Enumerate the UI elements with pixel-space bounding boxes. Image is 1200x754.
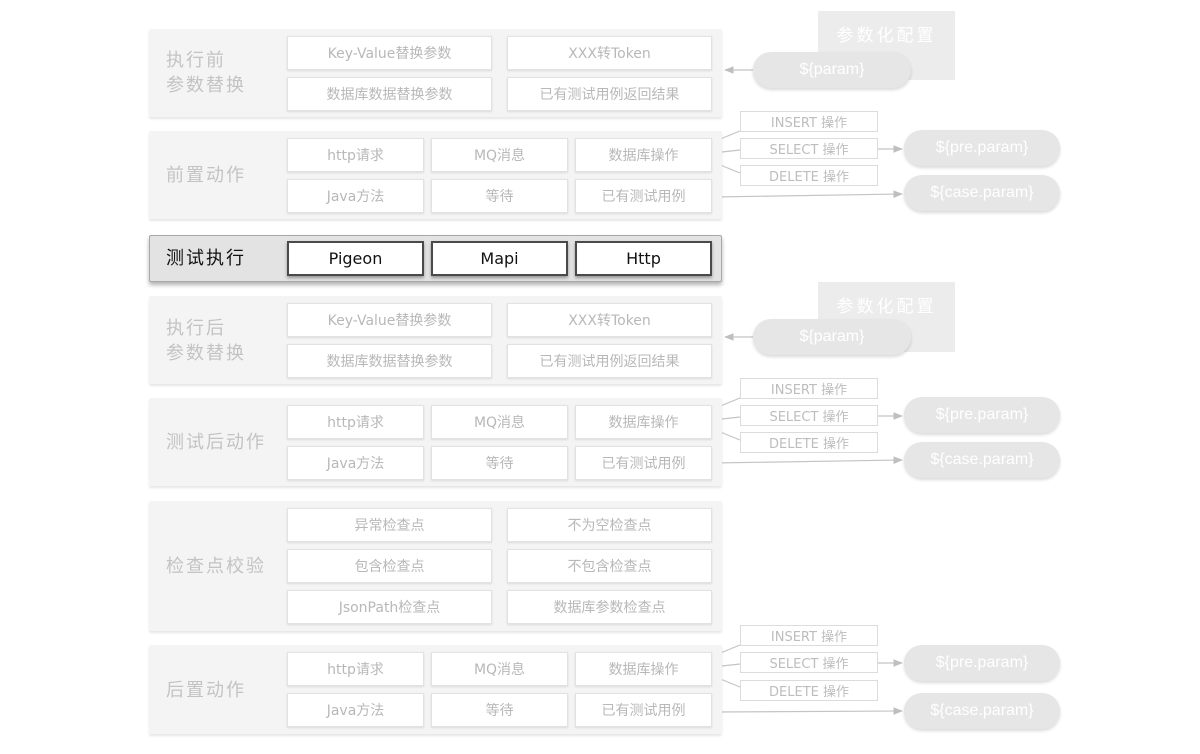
- mq-message-cell-2[interactable]: MQ消息: [431, 405, 568, 439]
- insert-op: INSERT 操作: [740, 111, 878, 132]
- db-operation-cell-3[interactable]: 数据库操作: [575, 652, 712, 686]
- mq-message-cell-3[interactable]: MQ消息: [431, 652, 568, 686]
- http-request-cell-3[interactable]: http请求: [287, 652, 424, 686]
- case-param-arrow-3: [712, 707, 903, 715]
- pigeon-cell[interactable]: Pigeon: [287, 241, 424, 276]
- java-method-cell-3[interactable]: Java方法: [287, 693, 424, 727]
- select-op-3: SELECT 操作: [740, 652, 878, 673]
- db-replace-cell[interactable]: 数据库数据替换参数: [287, 77, 492, 111]
- pre-replace-label: 执行前 参数替换: [166, 50, 246, 96]
- post-replace-label: 执行后 参数替换: [166, 318, 246, 364]
- insert-op-2: INSERT 操作: [740, 378, 878, 399]
- checkpoint-label: 检查点校验: [166, 556, 266, 577]
- contains-check-cell[interactable]: 包含检查点: [287, 549, 492, 583]
- wait-cell-2[interactable]: 等待: [431, 446, 568, 480]
- pre-param-pill-3: ${pre.param}: [904, 645, 1060, 681]
- existing-case-cell-2[interactable]: 已有测试用例: [575, 446, 712, 480]
- post-action-label: 后置动作: [166, 680, 246, 701]
- java-method-cell[interactable]: Java方法: [287, 179, 424, 213]
- not-empty-check-cell[interactable]: 不为空检查点: [507, 508, 712, 542]
- jsonpath-check-cell[interactable]: JsonPath检查点: [287, 590, 492, 624]
- param-config-title-2: 参数化配置: [836, 297, 937, 317]
- delete-op: DELETE 操作: [740, 165, 878, 186]
- param-pill-2: ${param}: [753, 319, 911, 355]
- delete-op-2: DELETE 操作: [740, 432, 878, 453]
- case-param-pill-2: ${case.param}: [904, 442, 1060, 478]
- not-contains-check-cell[interactable]: 不包含检查点: [507, 549, 712, 583]
- select-op-2: SELECT 操作: [740, 405, 878, 426]
- pre-param-pill-2: ${pre.param}: [904, 397, 1060, 433]
- wait-cell-3[interactable]: 等待: [431, 693, 568, 727]
- existing-case-cell-3[interactable]: 已有测试用例: [575, 693, 712, 727]
- insert-op-3: INSERT 操作: [740, 625, 878, 646]
- execute-label: 测试执行: [166, 248, 246, 269]
- kv-replace-cell[interactable]: Key-Value替换参数: [287, 36, 492, 70]
- case-param-arrow-2: [712, 456, 903, 464]
- http-request-cell[interactable]: http请求: [287, 138, 424, 172]
- pre-param-pill: ${pre.param}: [904, 130, 1060, 166]
- db-operation-cell[interactable]: 数据库操作: [575, 138, 712, 172]
- param-pill: ${param}: [753, 52, 911, 88]
- db-param-check-cell[interactable]: 数据库参数检查点: [507, 590, 712, 624]
- token-cell-2[interactable]: XXX转Token: [507, 303, 712, 337]
- db-replace-cell-2[interactable]: 数据库数据替换参数: [287, 344, 492, 378]
- wait-cell[interactable]: 等待: [431, 179, 568, 213]
- exception-check-cell[interactable]: 异常检查点: [287, 508, 492, 542]
- mapi-cell[interactable]: Mapi: [431, 241, 568, 276]
- case-param-pill: ${case.param}: [904, 175, 1060, 211]
- param-config-title: 参数化配置: [836, 26, 937, 46]
- select-op: SELECT 操作: [740, 138, 878, 159]
- http-cell[interactable]: Http: [575, 241, 712, 276]
- case-param-pill-3: ${case.param}: [904, 693, 1060, 729]
- http-request-cell-2[interactable]: http请求: [287, 405, 424, 439]
- token-cell[interactable]: XXX转Token: [507, 36, 712, 70]
- mq-message-cell[interactable]: MQ消息: [431, 138, 568, 172]
- delete-op-3: DELETE 操作: [740, 680, 878, 701]
- test-post-action-label: 测试后动作: [166, 432, 266, 453]
- case-result-cell[interactable]: 已有测试用例返回结果: [507, 77, 712, 111]
- existing-case-cell[interactable]: 已有测试用例: [575, 179, 712, 213]
- db-operation-cell-2[interactable]: 数据库操作: [575, 405, 712, 439]
- kv-replace-cell-2[interactable]: Key-Value替换参数: [287, 303, 492, 337]
- pre-action-label: 前置动作: [166, 165, 246, 186]
- case-result-cell-2[interactable]: 已有测试用例返回结果: [507, 344, 712, 378]
- case-param-arrow-1: [712, 190, 903, 198]
- java-method-cell-2[interactable]: Java方法: [287, 446, 424, 480]
